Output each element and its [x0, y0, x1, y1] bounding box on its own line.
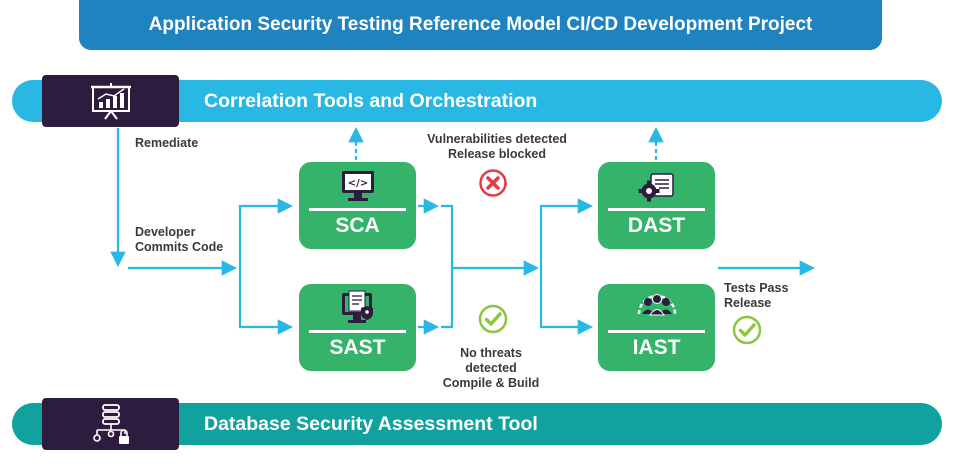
- dast-box: DAST: [598, 162, 715, 249]
- gear-browser-icon: [598, 166, 715, 206]
- sca-label: SCA: [335, 214, 380, 237]
- document-shield-icon: [299, 288, 416, 328]
- iast-label: IAST: [632, 336, 681, 359]
- tests-pass-line1: Tests Pass: [724, 281, 789, 295]
- team-gear-icon: [598, 288, 715, 328]
- iast-box: IAST: [598, 284, 715, 371]
- green-check-icon: [477, 303, 509, 340]
- no-threats-line2: detected: [465, 361, 517, 375]
- no-threats-line1: No threats: [460, 346, 522, 360]
- page-title-text: Application Security Testing Reference M…: [148, 14, 813, 35]
- tests-pass-label: Tests Pass Release: [724, 281, 788, 311]
- sast-label: SAST: [329, 336, 386, 359]
- correlation-tools-label: Correlation Tools and Orchestration: [204, 89, 538, 112]
- merge-line: [441, 204, 454, 329]
- code-monitor-icon: </>: [299, 166, 416, 206]
- no-threats-label: No threats detected Compile & Build: [425, 346, 557, 391]
- tests-pass-line2: Release: [724, 296, 772, 310]
- green-check-icon: [731, 314, 763, 351]
- sast-box: SAST: [299, 284, 416, 371]
- to-sca-arrow: [238, 198, 294, 268]
- developer-commits-line2: Commits Code: [135, 240, 224, 254]
- vulnerabilities-line2: Release blocked: [448, 147, 546, 161]
- page-title: Application Security Testing Reference M…: [79, 0, 882, 50]
- remediate-label: Remediate: [135, 136, 199, 150]
- svg-text:</>: </>: [347, 178, 367, 189]
- vulnerabilities-line1: Vulnerabilities detected: [427, 132, 567, 146]
- to-iast-arrow: [539, 268, 594, 335]
- database-lock-icon: [42, 398, 179, 450]
- red-x-icon: [478, 168, 508, 203]
- sca-box: </> SCA: [299, 162, 416, 249]
- dast-label: DAST: [627, 214, 686, 237]
- database-assessment-label: Database Security Assessment Tool: [204, 412, 538, 435]
- to-sast-arrow: [238, 268, 294, 335]
- developer-commits-line1: Developer: [135, 225, 196, 239]
- developer-commits-label: Developer Commits Code: [135, 225, 223, 255]
- presentation-chart-icon: [42, 75, 179, 127]
- to-dast-arrow: [539, 198, 594, 268]
- no-threats-line3: Compile & Build: [442, 376, 540, 390]
- vulnerabilities-label: Vulnerabilities detected Release blocked: [422, 132, 572, 162]
